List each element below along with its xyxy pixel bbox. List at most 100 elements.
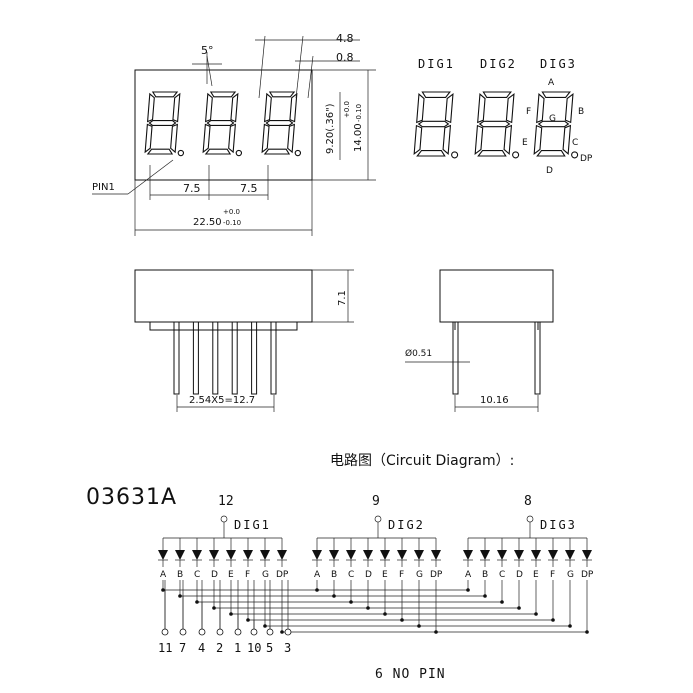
front-digit-1 [144,91,185,157]
junction-dot [551,618,555,622]
seg-label-e: E [522,138,528,148]
decimal-point [571,151,579,159]
pin-terminal [216,628,224,636]
segment-label: G [567,570,574,580]
pin-terminal [250,628,258,636]
segment-bus-lines [161,580,589,634]
seg-label-f: F [526,107,531,117]
segment-f [416,93,425,124]
junction-dot [417,624,421,628]
segment-d [146,148,174,155]
pitch-b: 7.5 [240,182,258,195]
pin-terminal [161,628,169,636]
segment-e [261,123,270,154]
end-body-outline [439,269,554,323]
junction-dot [332,594,336,598]
led-diode-dp [431,550,441,560]
led-diode-g [414,550,424,560]
junction-dot [280,630,284,634]
pin-terminal [284,628,292,636]
segment-f [204,92,213,123]
side-body-outline [134,269,313,323]
segment-a [151,91,179,98]
front-digit-3 [261,91,302,157]
segment-f [146,92,155,123]
led-diode-a [463,550,473,560]
segment-a [482,91,512,98]
decimal-point [235,149,243,157]
side-pin [173,321,180,395]
junction-dot [246,618,250,622]
segment-c [287,123,295,154]
segment-a [209,91,237,98]
led-diode-b [175,550,185,560]
side-pin [231,321,238,395]
bottom-pin-number: 11 [158,641,172,655]
segment-d [416,150,446,157]
junction-dot [400,618,404,622]
segment-d [204,148,232,155]
front-digit-group [144,91,302,157]
junction-dot [483,594,487,598]
junction-dot [212,606,216,610]
led-diode-a [158,550,168,560]
display-body-outline [134,69,313,181]
segment-label: F [245,570,250,580]
led-diode-e [226,550,236,560]
segment-c [228,123,236,154]
front-view: 5° 4.8 0.8 9.20(.36") +0.0 14.00 -0.10 7… [92,32,376,236]
common-pin-number: 12 [218,494,234,509]
seg-label-dp: DP [580,154,593,164]
segment-b [289,92,298,123]
segment-e [144,123,153,154]
layout-digit-2 [474,91,520,159]
segment-f [477,93,486,124]
segment-label: A [465,570,472,580]
common-label: DIG1 [234,518,271,532]
segment-e [413,124,423,155]
segment-label: C [194,570,200,580]
segment-c [170,123,178,154]
bottom-pin-number: 4 [198,641,205,655]
common-pin-number: 9 [372,494,380,509]
end-view: Ø0.51 10.16 [405,269,554,412]
front-digit-2 [202,91,243,157]
pitch-a: 7.5 [183,182,201,195]
segment-label: A [314,570,321,580]
junction-dot [178,594,182,598]
segment-c [442,124,452,155]
segment-label: E [228,570,234,580]
segment-label: E [382,570,388,580]
led-diode-f [397,550,407,560]
side-height-dim: 7.1 [337,290,348,306]
bottom-pin-number: 7 [179,641,186,655]
height-tol: -0.10 [355,104,363,122]
segment-label: G [262,570,269,580]
led-diode-dp [277,550,287,560]
junction-dot [585,630,589,634]
segment-e [202,123,211,154]
circuit-heading: 电路图（Circuit Diagram）: [330,453,514,469]
no-pin-note: 6 NO PIN [375,667,446,682]
led-diode-a [312,550,322,560]
side-pin [251,321,258,395]
led-diode-g [565,550,575,560]
led-diode-dp [582,550,592,560]
pin-terminal [179,628,187,636]
junction-dot [568,624,572,628]
led-diode-c [497,550,507,560]
segment-e [533,124,543,155]
segment-label: A [160,570,167,580]
end-pin-right [534,321,541,395]
tol-plus: +0.0 [343,101,351,118]
decimal-point [512,151,520,159]
common-label: DIG2 [388,518,425,532]
bottom-pin-number: 3 [284,641,291,655]
part-number: 03631A [86,485,177,510]
dig2-label: DIG2 [480,57,517,71]
width-tol-minus: -0.10 [223,219,241,227]
junction-dot [195,600,199,604]
